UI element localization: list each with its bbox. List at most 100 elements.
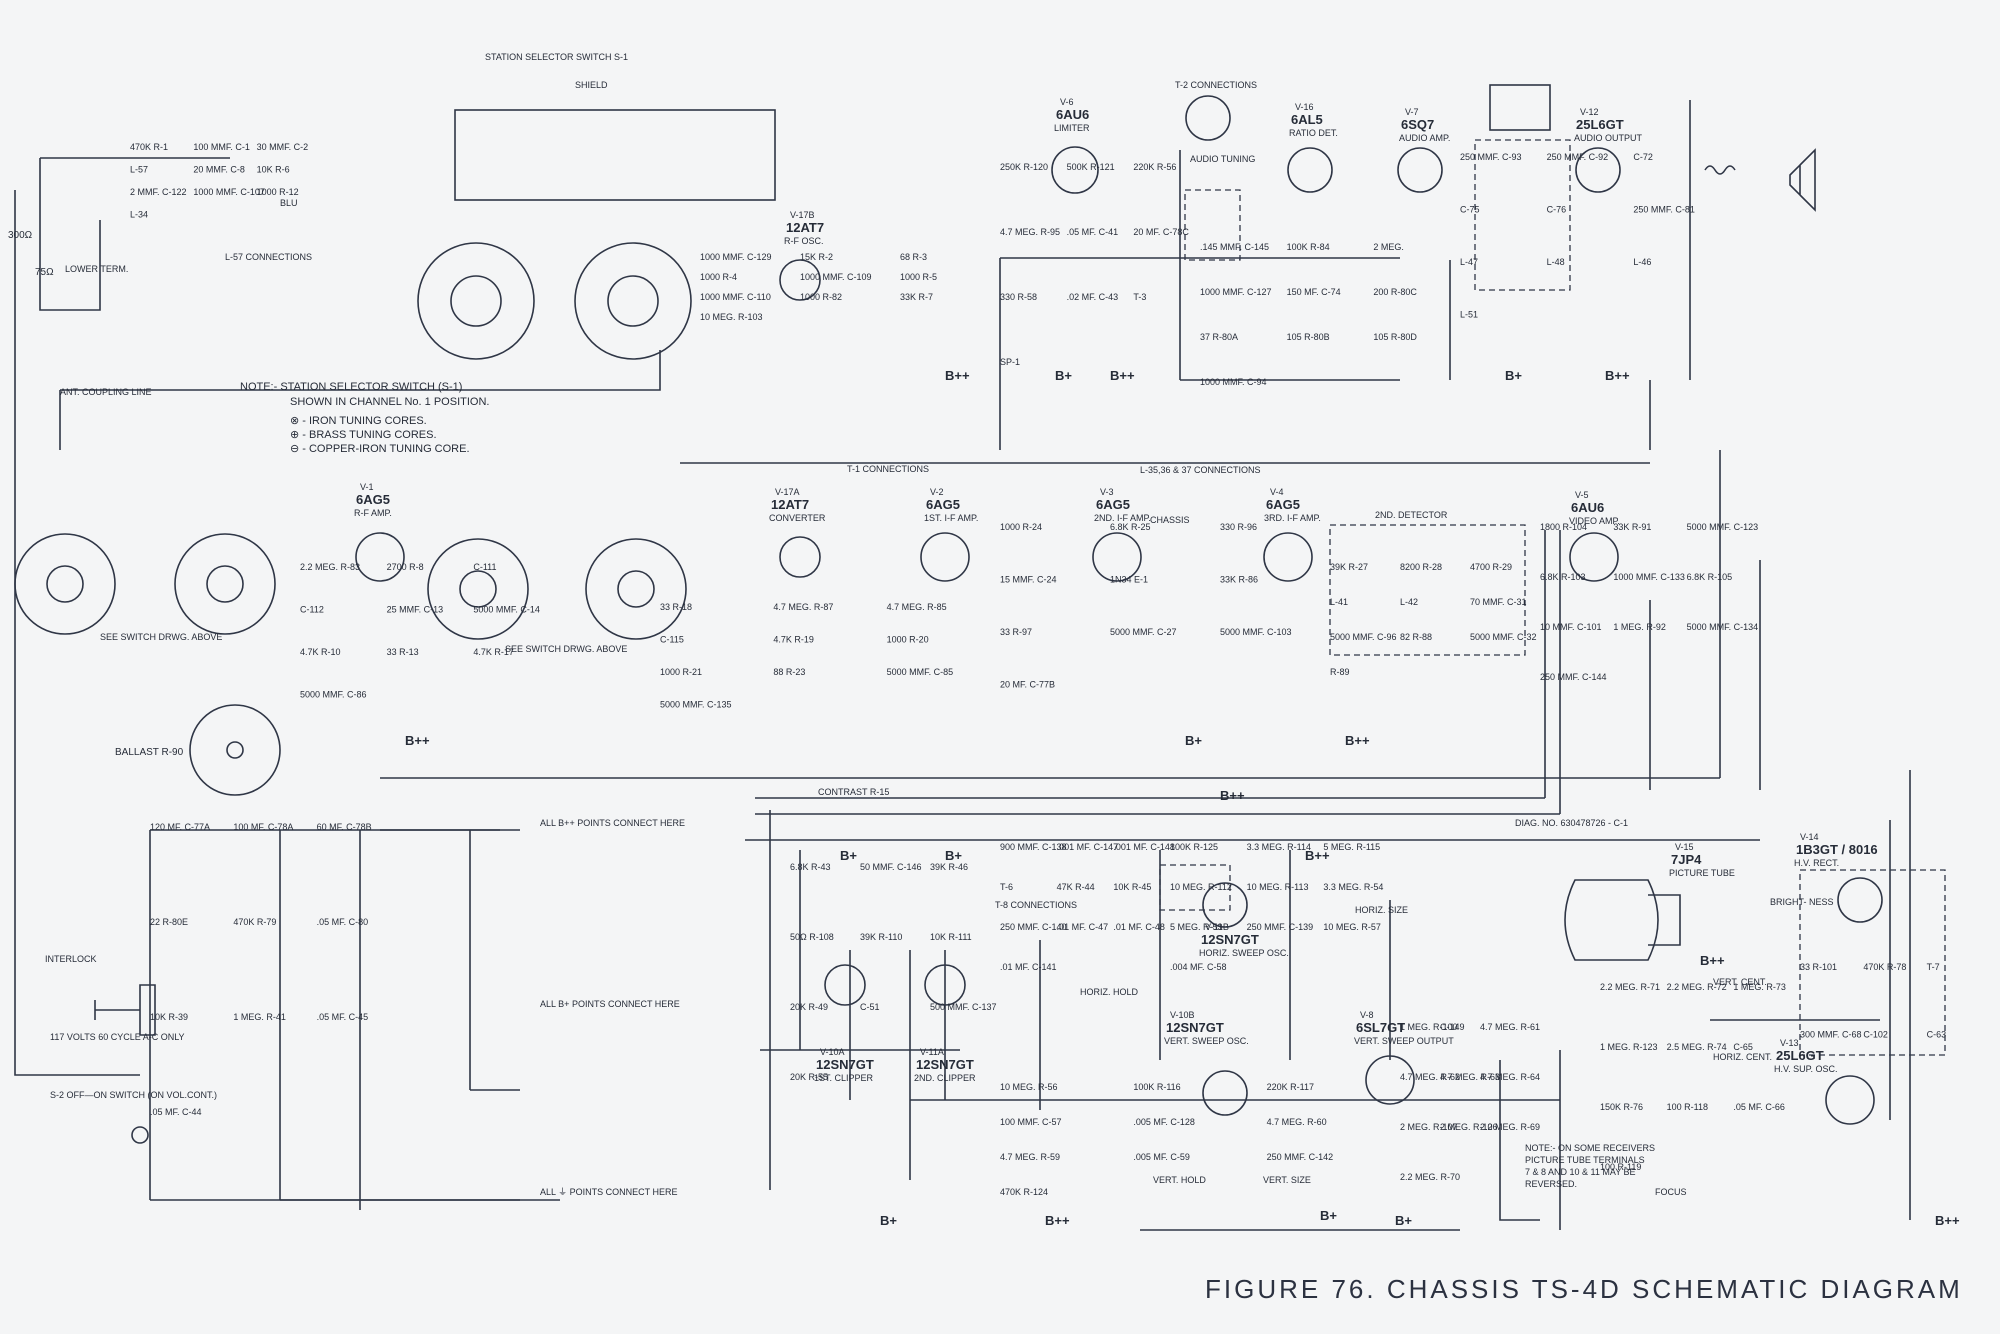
component-label: 1000 MMF. C-107 <box>193 187 265 197</box>
shield-label: SHIELD <box>575 80 608 90</box>
component-label: 30 MMF. C-2 <box>257 142 309 152</box>
interlock-plug-icon <box>94 984 156 1036</box>
component-label: 6.8K R-105 <box>1687 572 1733 582</box>
supply-label: B++ <box>1935 1213 1960 1228</box>
horiz-cent-label: HORIZ. CENT. <box>1713 1052 1772 1062</box>
component-label: 20K R-49 <box>790 1002 828 1012</box>
component-label: 1000 R-4 <box>700 272 737 282</box>
component-label: 10K R-6 <box>257 165 290 175</box>
supply-label: B++ <box>1305 848 1330 863</box>
tube-function: AUDIO OUTPUT <box>1574 133 1643 143</box>
focus-label: FOCUS <box>1655 1187 1687 1197</box>
component-label: 900 MMF. C-138 <box>1000 842 1067 852</box>
component-label: 10K R-39 <box>150 1012 188 1022</box>
component-label: 105 R-80B <box>1287 332 1330 342</box>
component-label: 4.7 MEG. R-64 <box>1480 1072 1540 1082</box>
tube-type: 12SN7GT <box>1201 932 1259 947</box>
ohm300-label: 300Ω <box>8 230 33 241</box>
l35-connections-label: L-35,36 & 37 CONNECTIONS <box>1140 465 1261 475</box>
lower-term-label: LOWER TERM. <box>65 264 128 274</box>
component-label: 100 MMF. C-57 <box>1000 1117 1062 1127</box>
switch-wafers <box>14 84 1551 796</box>
tube-function: R-F OSC. <box>784 236 824 246</box>
tube-type: 12SN7GT <box>1166 1020 1224 1035</box>
t2-connections-label: T-2 CONNECTIONS <box>1175 80 1257 90</box>
tube-ref: V-15 <box>1675 842 1694 852</box>
component-label: 220K R-117 <box>1267 1082 1314 1092</box>
blu-label: BLU <box>280 198 298 208</box>
tube-ref: V-6 <box>1060 97 1074 107</box>
component-label: 33K R-91 <box>1613 522 1651 532</box>
interlock-label: INTERLOCK <box>45 954 97 964</box>
vert-cent-label: VERT. CENT. <box>1713 977 1767 987</box>
component-label: 4.7 MEG. R-61 <box>1480 1022 1540 1032</box>
component-label: C-72 <box>1633 152 1653 162</box>
component-label: .004 MF. C-58 <box>1170 962 1227 972</box>
tube-type: 7JP4 <box>1671 852 1702 867</box>
supply-label: B++ <box>1045 1213 1070 1228</box>
tube-ref: V-8 <box>1360 1010 1374 1020</box>
supply-label: B++ <box>405 733 430 748</box>
tube-function: LIMITER <box>1054 123 1090 133</box>
component-label: 4.7 MEG. R-85 <box>887 602 947 612</box>
component-label: 5 MEG. R-115 <box>1323 842 1380 852</box>
component-label: 1000 R-82 <box>800 292 842 302</box>
component-label: 150K R-76 <box>1600 1102 1643 1112</box>
tube-function: H.V. RECT. <box>1794 858 1839 868</box>
component-label: 33 R-97 <box>1000 627 1032 637</box>
component-label: .05 MF. C-41 <box>1067 227 1119 237</box>
component-label: 2 MMF. C-122 <box>130 187 187 197</box>
symbols <box>94 148 1816 1144</box>
supply-label: B++ <box>1345 733 1370 748</box>
component-label: 470K R-78 <box>1863 962 1906 972</box>
tube-type: 25L6GT <box>1576 117 1624 132</box>
tube-ref: V-10A <box>820 1047 845 1057</box>
component-label: 5000 MMF. C-103 <box>1220 627 1292 637</box>
component-label: 10 MEG. R-56 <box>1000 1082 1058 1092</box>
supply-label: B+ <box>1055 368 1072 383</box>
component-label: C-76 <box>1547 205 1567 215</box>
component-label: 4.7 MEG. R-63 <box>1440 1072 1500 1082</box>
component-label: 20K R-55 <box>790 1072 828 1082</box>
tube-function: 3RD. I-F AMP. <box>1264 513 1321 523</box>
component-label: 33K R-86 <box>1220 575 1258 585</box>
component-label: 20 MF. C-77B <box>1000 680 1055 690</box>
component-label: 1 MEG. R-41 <box>233 1012 286 1022</box>
tube-ref: V-14 <box>1800 832 1819 842</box>
component-label: 1 MEG. R-92 <box>1613 622 1666 632</box>
supply-label: B+ <box>880 1213 897 1228</box>
supply-labels: B+B++B+B++B++B++B+B++B++B+B+B++B+B+B++B+… <box>405 368 1960 1228</box>
component-label: 1000 R-20 <box>887 635 929 645</box>
component-label: 2.2 MEG. R-70 <box>1400 1172 1460 1182</box>
legend-brass: ⊕ - BRASS TUNING CORES. <box>290 429 437 441</box>
t1-connections-label: T-1 CONNECTIONS <box>847 464 929 474</box>
component-label: 250 MMF. C-142 <box>1267 1152 1334 1162</box>
tube-type: 12AT7 <box>771 497 809 512</box>
component-label: 5000 MMF. C-135 <box>660 700 732 710</box>
component-label: 6.8K R-25 <box>1110 522 1151 532</box>
component-label: 250 MMF. C-140 <box>1000 922 1067 932</box>
component-label: L-41 <box>1330 597 1348 607</box>
component-label: 220K R-56 <box>1133 162 1176 172</box>
component-label: 1 MEG. R-123 <box>1600 1042 1658 1052</box>
component-label: C-63 <box>1927 1030 1947 1040</box>
supply-label: B+ <box>945 848 962 863</box>
component-label: 39K R-27 <box>1330 562 1368 572</box>
component-label: L-51 <box>1460 310 1478 320</box>
component-label: 5000 MMF. C-85 <box>887 667 954 677</box>
component-label: 39K R-110 <box>860 932 902 942</box>
component-label: T-3 <box>1133 292 1146 302</box>
component-label: 500 MMF. C-137 <box>930 1002 997 1012</box>
component-label: SP-1 <box>1000 357 1020 367</box>
tube-ref: V-10B <box>1170 1010 1195 1020</box>
tube-type: 1B3GT / 8016 <box>1796 842 1878 857</box>
component-label: 10 MEG. R-57 <box>1323 922 1381 932</box>
tube-type: 12SN7GT <box>916 1057 974 1072</box>
component-label: 5000 MMF. C-123 <box>1687 522 1759 532</box>
component-label: 5000 MMF. C-134 <box>1687 622 1759 632</box>
component-label: 100 R-119 <box>1600 1162 1641 1172</box>
l57-connections-label: L-57 CONNECTIONS <box>225 252 312 262</box>
component-label: 330 R-58 <box>1000 292 1037 302</box>
component-label: C-51 <box>860 1002 880 1012</box>
component-label: 250 MMF. C-139 <box>1247 922 1314 932</box>
